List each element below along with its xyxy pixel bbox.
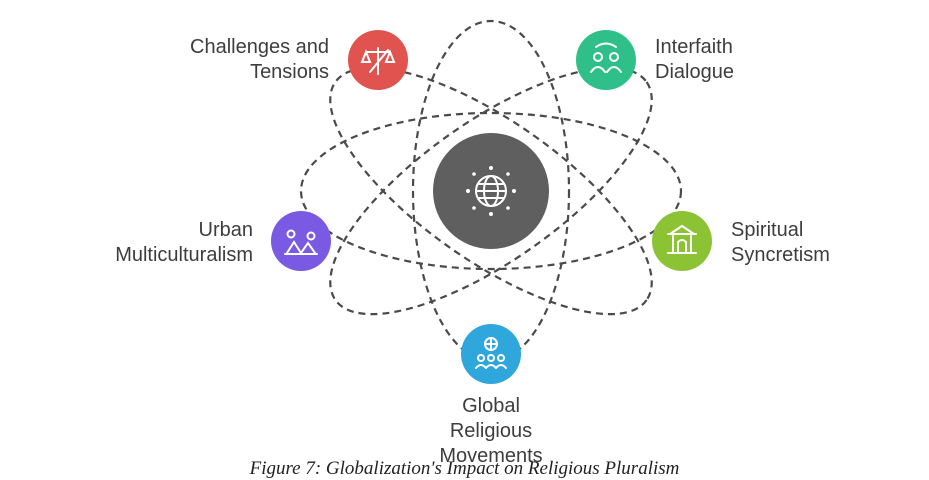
label-syncretism: Spiritual Syncretism <box>731 218 830 268</box>
orbit-vertical <box>411 19 571 363</box>
orbit-horizontal <box>299 111 683 271</box>
label-challenges: Challenges and Tensions <box>190 35 329 85</box>
map-route-icon <box>284 229 318 255</box>
node-syncretism <box>652 211 712 271</box>
center-node <box>433 133 549 249</box>
label-challenges-line-1: Challenges and <box>190 36 329 58</box>
globe-icon <box>475 175 507 207</box>
label-syncretism-line-2: Syncretism <box>731 244 830 266</box>
label-global-line-2: Religious <box>449 420 533 442</box>
node-urban-circle <box>271 211 331 271</box>
node-global <box>461 324 521 384</box>
node-interfaith <box>576 30 636 90</box>
label-global-line-3: Movements <box>439 445 543 467</box>
node-challenges <box>348 30 408 90</box>
figure-caption: Figure 7: Globalization's Impact on Reli… <box>249 458 680 479</box>
node-interfaith-circle <box>576 30 636 90</box>
orbit-diagonal-right <box>329 66 653 316</box>
label-urban: Urban Multiculturalism <box>115 218 253 268</box>
label-global-line-1: Global <box>462 395 520 417</box>
label-urban-line-1: Urban <box>198 219 253 241</box>
label-global: Global Religious Movements <box>391 394 591 469</box>
node-urban <box>271 211 331 271</box>
label-syncretism-line-1: Spiritual <box>731 219 804 241</box>
broken-scale-icon <box>360 47 396 75</box>
people-dialogue-icon <box>590 42 622 73</box>
global-community-icon <box>475 337 507 369</box>
label-urban-line-2: Multiculturalism <box>115 244 253 266</box>
temple-icon <box>667 224 697 254</box>
label-challenges-line-2: Tensions <box>250 61 329 83</box>
label-interfaith-line-1: Interfaith <box>655 36 733 58</box>
label-interfaith: Interfaith Dialogue <box>655 35 734 85</box>
label-interfaith-line-2: Dialogue <box>655 61 734 83</box>
globe-dots <box>466 166 516 216</box>
